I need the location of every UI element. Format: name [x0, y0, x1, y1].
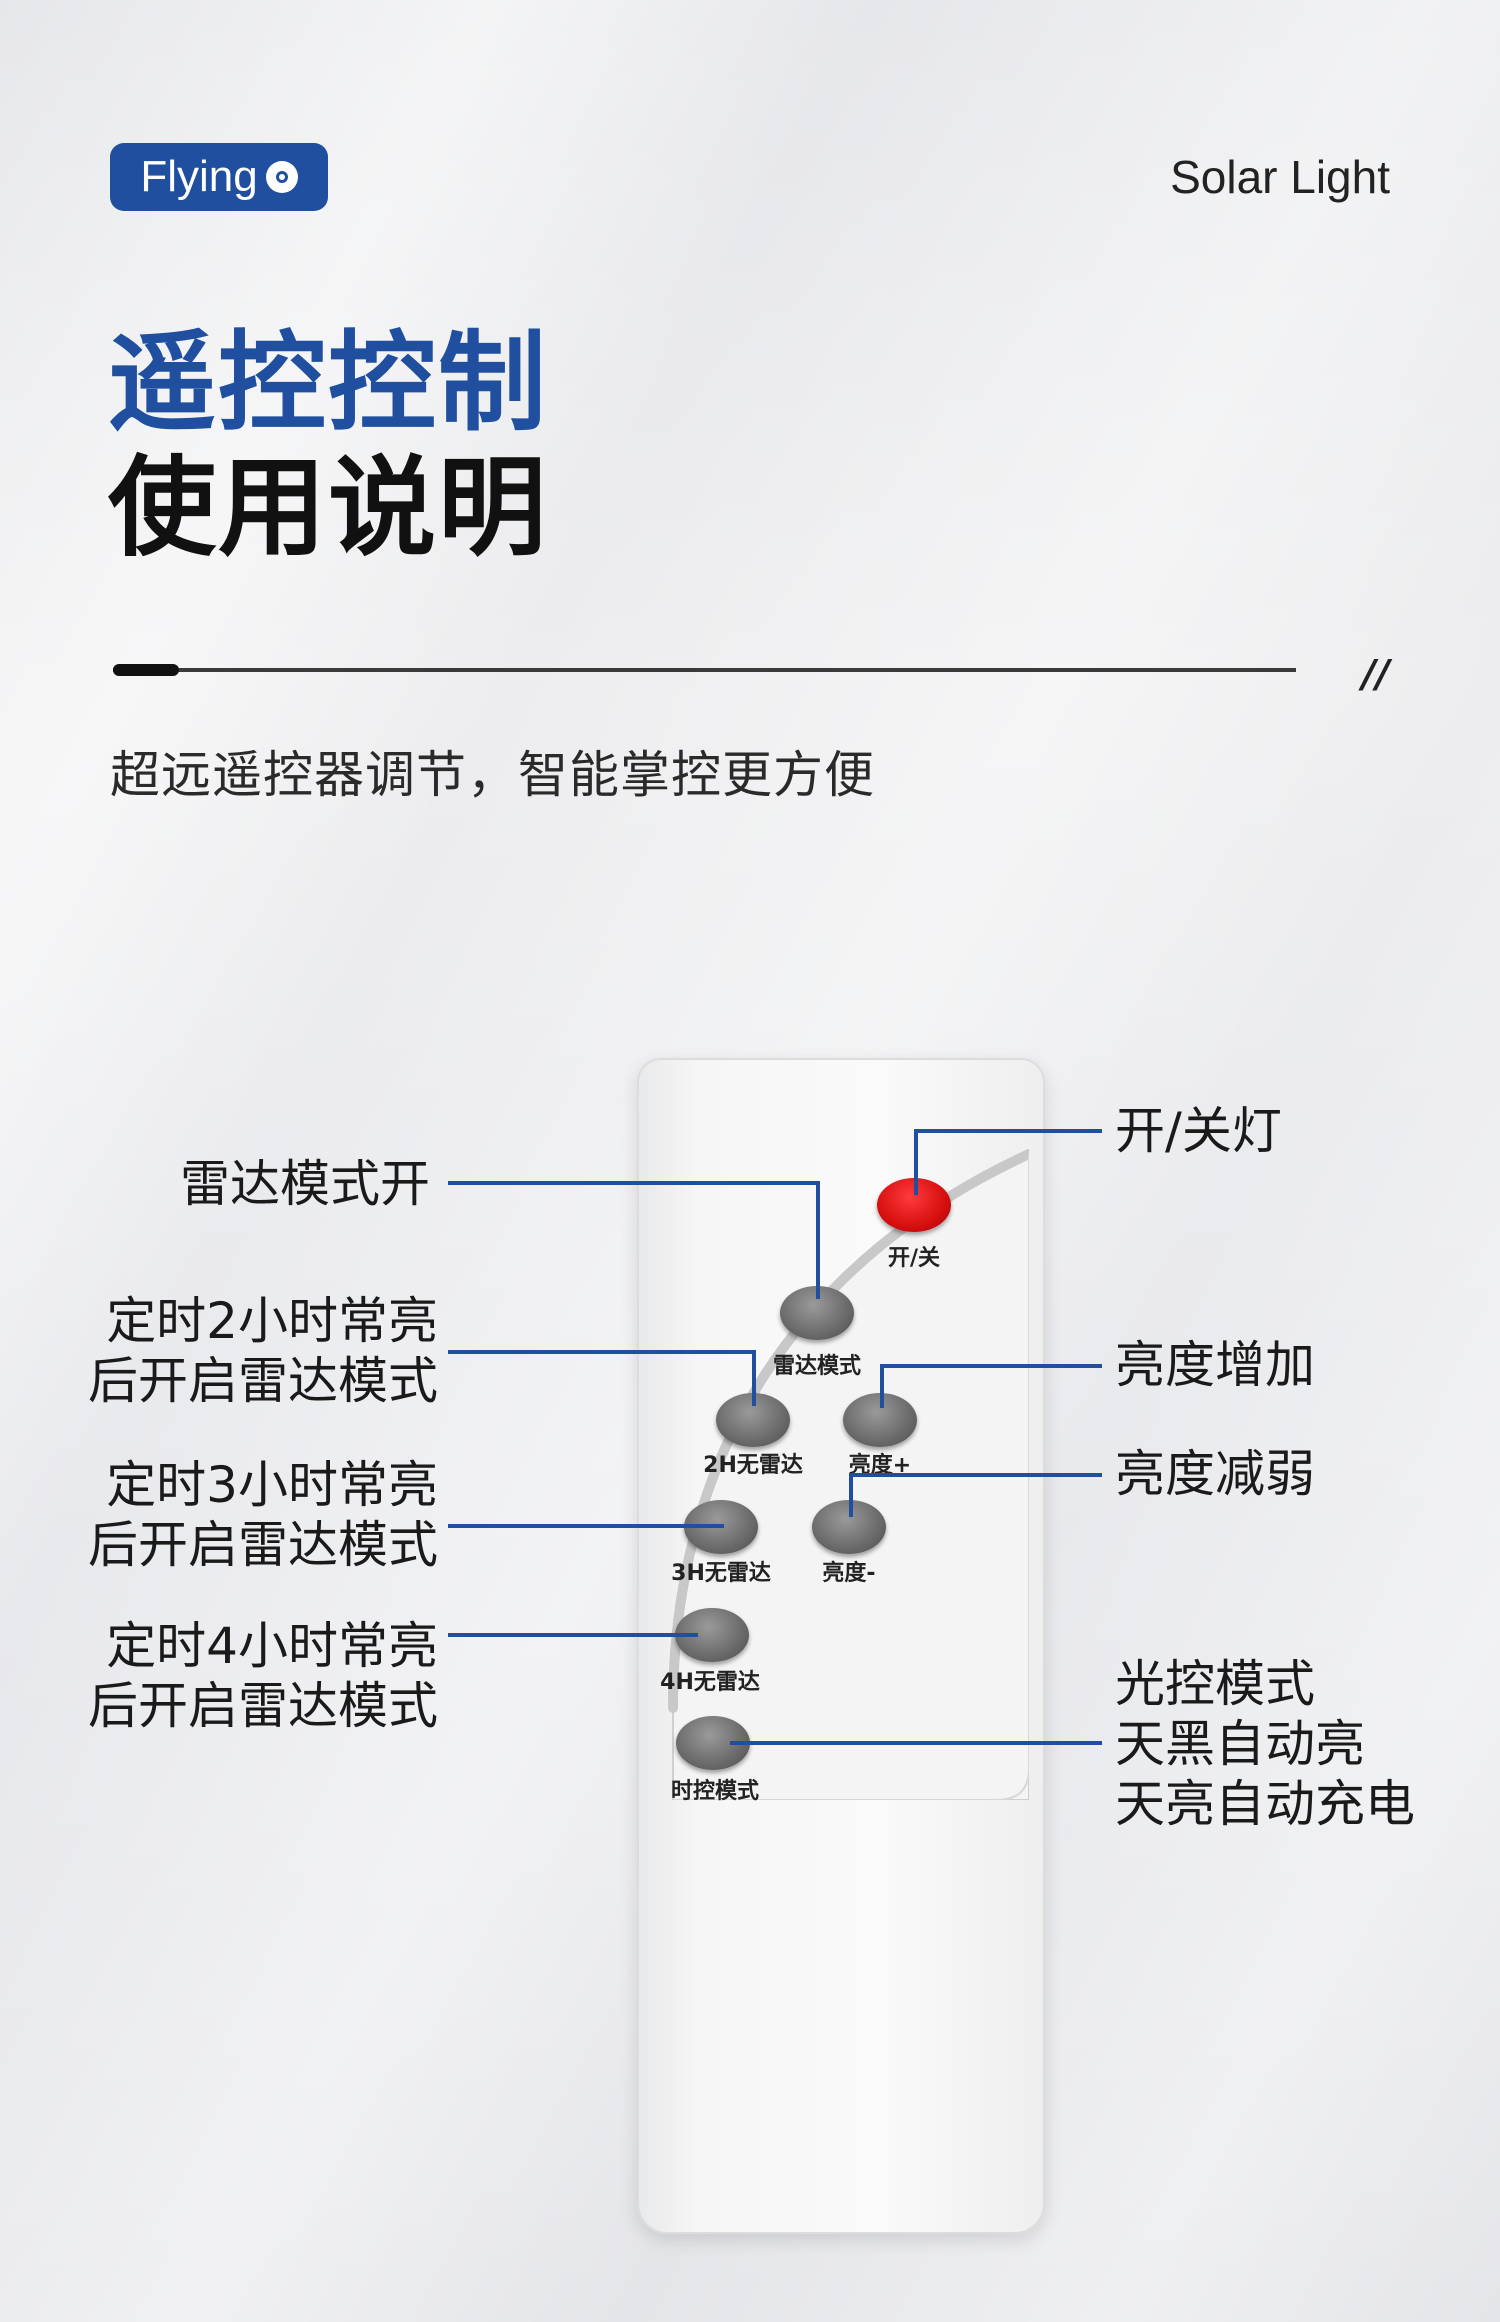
leader-radar-h	[448, 1181, 820, 1185]
power-button-label: 开/关	[887, 1246, 941, 1271]
leader-radar-v	[816, 1181, 820, 1299]
callout-light-mode-line3: 天亮自动充电	[1115, 1775, 1415, 1833]
divider-line	[113, 668, 1296, 672]
leader-2h-v	[752, 1350, 756, 1406]
divider-mark: //	[1362, 652, 1390, 696]
brand-name: Flying	[140, 152, 258, 201]
brand-ring-icon	[265, 161, 298, 193]
divider-cap	[113, 664, 179, 676]
leader-3h	[448, 1524, 724, 1528]
callout-brightness-up: 亮度增加	[1115, 1336, 1315, 1394]
title-line-1: 遥控控制	[108, 321, 549, 446]
leader-power-v	[914, 1129, 918, 1195]
leader-4h	[448, 1633, 698, 1637]
radar-mode-button-label: 雷达模式	[772, 1354, 862, 1379]
callout-brightness-down: 亮度减弱	[1115, 1445, 1315, 1503]
leader-timer-mode	[730, 1741, 1102, 1745]
brightness-down-button-label: 亮度-	[822, 1561, 876, 1586]
leader-2h-h	[448, 1350, 756, 1354]
timer-4h-button-label: 4H无雷达	[660, 1670, 760, 1695]
timer-3h-button-label: 3H无雷达	[671, 1561, 771, 1586]
callout-timer-3h-line1: 定时3小时常亮	[106, 1456, 438, 1514]
callout-radar-on: 雷达模式开	[180, 1155, 430, 1213]
callout-timer-2h-line1: 定时2小时常亮	[106, 1292, 438, 1350]
leader-power-h	[914, 1129, 1102, 1133]
leader-bright-up-v	[880, 1364, 884, 1408]
tagline: 超远遥控器调节，智能掌控更方便	[110, 746, 875, 804]
leader-bright-down-h	[849, 1473, 1102, 1477]
callout-timer-4h-line1: 定时4小时常亮	[106, 1617, 438, 1675]
leader-bright-up-h	[880, 1364, 1102, 1368]
callout-timer-2h-line2: 后开启雷达模式	[88, 1352, 438, 1410]
callout-timer-3h-line2: 后开启雷达模式	[88, 1516, 438, 1574]
timer-mode-button-label: 时控模式	[670, 1779, 760, 1804]
callout-power: 开/关灯	[1115, 1102, 1282, 1160]
title-line-2: 使用说明	[108, 446, 549, 571]
callout-light-mode-line2: 天黑自动亮	[1115, 1715, 1365, 1773]
leader-bright-down-v	[849, 1473, 853, 1517]
category-label: Solar Light	[1170, 151, 1390, 203]
timer-2h-button-label: 2H无雷达	[703, 1453, 803, 1478]
callout-timer-4h-line2: 后开启雷达模式	[88, 1677, 438, 1735]
callout-light-mode-line1: 光控模式	[1115, 1655, 1315, 1713]
brand-logo: Flying	[110, 143, 328, 211]
